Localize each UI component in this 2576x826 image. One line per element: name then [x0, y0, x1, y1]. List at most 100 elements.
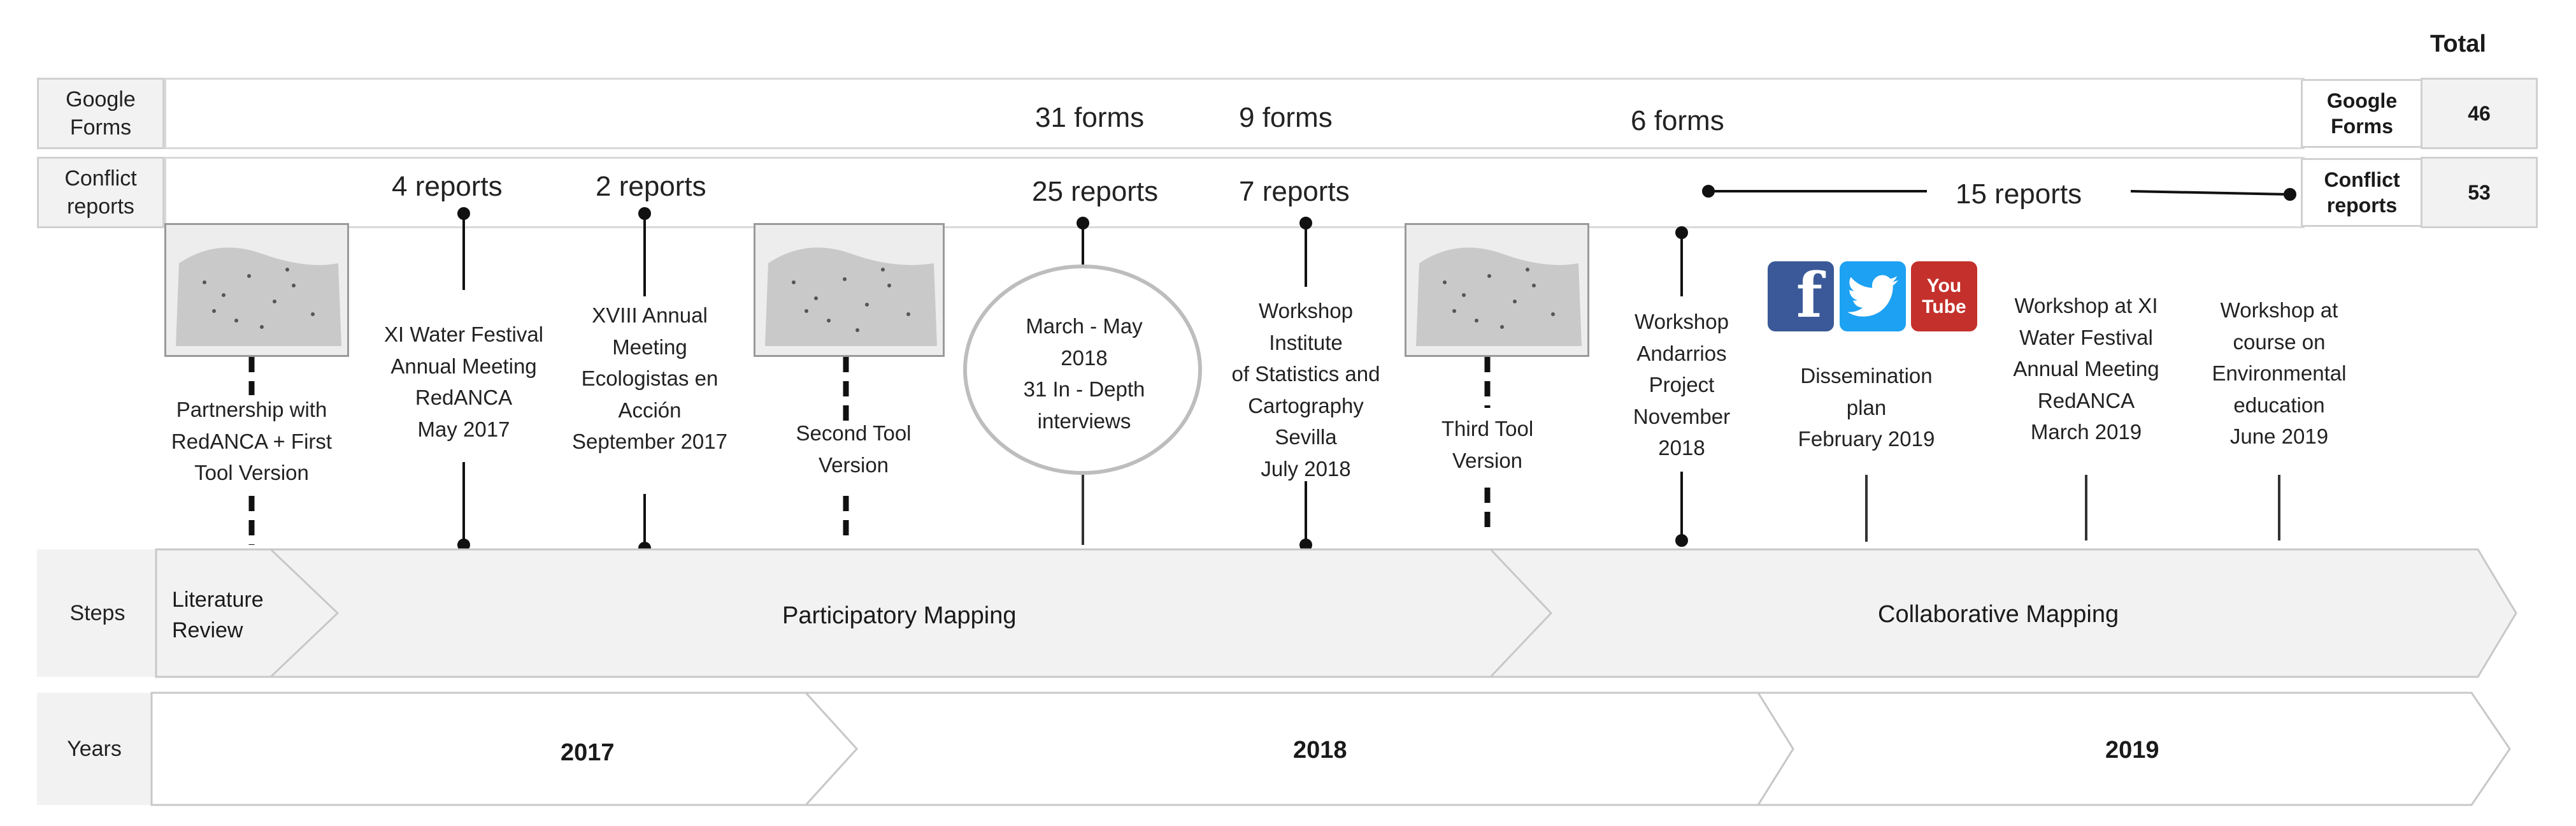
event-label-line: education: [2233, 393, 2325, 417]
event-label-line: September 2017: [571, 430, 728, 453]
forms-count-3: 6 forms: [1631, 105, 1724, 136]
range-arrow-right: [2130, 190, 2291, 196]
reports-count-5: 15 reports: [1956, 178, 2082, 210]
event-label-line: RedANCA + First: [171, 429, 333, 453]
event-label-line: Cartography: [1248, 393, 1364, 417]
youtube-icon: You Tube: [1911, 261, 1977, 331]
google-forms-end-label: Google Forms: [2301, 79, 2423, 148]
event-label-line: Water Festival: [2019, 325, 2153, 349]
event-label-line: XVIII Annual: [592, 303, 708, 327]
event-label-line: Environmental: [2212, 361, 2347, 385]
reports-count-3: 25 reports: [1032, 176, 1159, 207]
event-label-line: June 2019: [2229, 424, 2329, 448]
event-label-line: RedANCA: [2037, 388, 2135, 412]
event-label-line: July 2018: [1261, 456, 1351, 481]
twitter-bird-glyph: [1847, 275, 1898, 317]
event-label: March - May 2018 31 In - Depth interviews: [1024, 310, 1145, 437]
twitter-icon: [1840, 261, 1906, 331]
map-icon: [1416, 247, 1582, 346]
map-thumbnail-first-tool: [164, 223, 349, 357]
facebook-icon: f: [1768, 259, 1834, 331]
event-label: Workshop at course on Environmental educati…: [2212, 294, 2347, 453]
phase-literature-review: Literature Review: [172, 588, 264, 642]
conflict-reports-total: 53: [2421, 157, 2538, 228]
event-label-line: Project: [1649, 373, 1715, 396]
youtube-icon-top: You: [1926, 275, 1962, 296]
reports-count-2: 2 reports: [596, 171, 706, 202]
event-label-line: of Statistics and: [1231, 362, 1380, 386]
event-label-line: interviews: [1037, 409, 1131, 433]
map-icon: [176, 247, 341, 346]
event-label-line: Second Tool: [796, 421, 912, 445]
forms-count-1: 31 forms: [1035, 102, 1145, 133]
event-label-line: Workshop at: [2220, 298, 2338, 322]
event-label-line: Workshop at XI: [2014, 294, 2158, 317]
conflict-reports-end-label: Conflict reports: [2301, 158, 2423, 227]
map-thumbnail-third-tool: [1405, 223, 1589, 357]
row-label-conflict-reports: Conflict reports: [37, 157, 164, 228]
event-label-line: Andarrios: [1636, 341, 1727, 365]
event-label-line: Version: [818, 453, 889, 477]
event-label-line: 2018: [1061, 345, 1108, 370]
facebook-icon-glyph: f: [1796, 259, 1822, 331]
event-label-line: course on: [2233, 330, 2326, 354]
event-label-line: Third Tool: [1441, 417, 1534, 440]
event-label-line: Partnership with: [176, 398, 327, 421]
event-label-line: Workshop: [1259, 299, 1353, 322]
step-chevron-literature: [155, 548, 340, 678]
event-label-line: RedANCA: [415, 386, 513, 409]
year-2018: 2018: [1293, 737, 1347, 764]
event-label-line: Version: [1452, 448, 1523, 472]
event-label-line: Dissemination: [1800, 364, 1933, 388]
event-label-line: Meeting: [612, 335, 687, 359]
event-label-line: Tool Version: [194, 461, 309, 484]
reports-count-4: 7 reports: [1239, 176, 1350, 207]
row-label-steps: Steps: [37, 549, 158, 677]
event-label-line: Ecologistas en: [581, 366, 719, 390]
event-label-line: Annual Meeting: [2013, 357, 2159, 380]
year-2017: 2017: [561, 739, 615, 766]
phase-collaborative-mapping: Collaborative Mapping: [1878, 601, 2119, 628]
reports-count-1: 4 reports: [392, 171, 503, 202]
event-label-line: Sevilla: [1275, 425, 1337, 449]
phase-participatory-mapping: Participatory Mapping: [782, 602, 1017, 629]
event-label-line: March - May: [1026, 314, 1143, 338]
event-label-line: November: [1633, 404, 1731, 428]
total-header: Total: [2430, 31, 2486, 57]
event-label-line: Acción: [618, 398, 682, 422]
google-forms-total: 46: [2421, 78, 2538, 149]
event-label-line: Annual Meeting: [390, 354, 537, 378]
year-2019: 2019: [2105, 737, 2159, 764]
map-thumbnail-second-tool: [754, 223, 945, 357]
year-chevron-2017: [150, 692, 859, 806]
interviews-oval: [963, 264, 1202, 475]
event-label-line: Institute: [1269, 330, 1343, 354]
event-label-line: May 2017: [417, 417, 510, 441]
row-label-years: Years: [37, 693, 152, 805]
event-label-line: plan: [1846, 395, 1887, 419]
event-label-line: February 2019: [1798, 427, 1935, 451]
event-label-line: Workshop: [1635, 310, 1729, 333]
conflict-reports-bar: [164, 157, 2305, 228]
event-label-line: March 2019: [2030, 420, 2142, 444]
event-label-line: XI Water Festival: [384, 322, 543, 346]
map-icon: [765, 247, 937, 346]
google-forms-bar: [164, 78, 2305, 149]
event-label-line: 2018: [1658, 436, 1705, 460]
row-label-google-forms: Google Forms: [37, 78, 164, 149]
event-label-line: 31 In - Depth: [1023, 377, 1145, 401]
forms-count-2: 9 forms: [1239, 102, 1333, 133]
youtube-icon-bottom: Tube: [1922, 296, 1966, 317]
